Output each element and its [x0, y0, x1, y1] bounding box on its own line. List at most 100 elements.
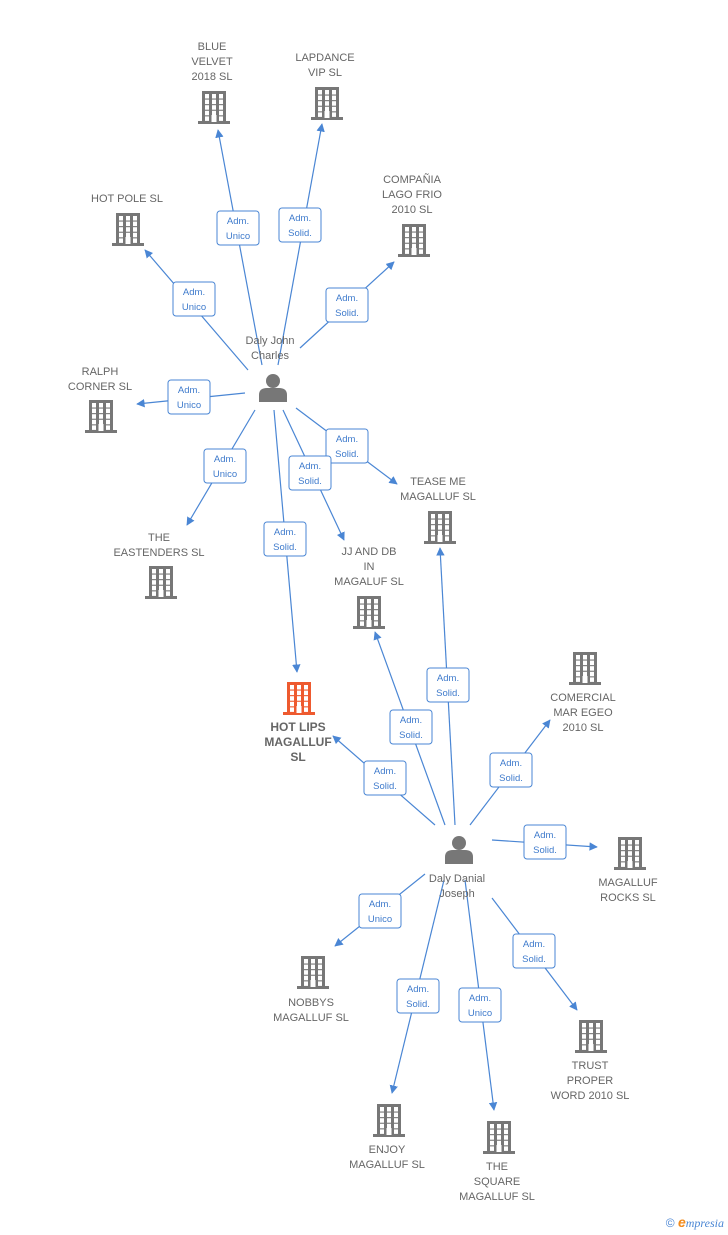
company-name-line-2: SL [290, 750, 305, 764]
edge-role-box [203, 448, 247, 484]
edge-role-text: Solid. [298, 476, 322, 487]
edge-role-text: Adm. [227, 216, 249, 227]
edge-role-badge[interactable]: Adm.Solid. [325, 287, 369, 323]
edge-role-text: Adm. [437, 673, 459, 684]
edge-role-text: Solid. [522, 954, 546, 965]
building-icon [145, 566, 177, 599]
edge-role-badge[interactable]: Adm. Solid. [512, 933, 556, 969]
edge-role-badge[interactable]: Adm.Unico [458, 987, 502, 1023]
company-name-line-1: MAGALLUF SL [273, 1012, 349, 1024]
company-name-line-2: MAGALUF SL [334, 576, 404, 588]
company-name-line-2: MAGALLUF SL [459, 1191, 535, 1203]
edge-role-badge[interactable]: Adm.Solid. [278, 207, 322, 243]
edge-role-text: Adm. [407, 984, 429, 995]
company-name-line-1: SQUARE [474, 1176, 520, 1188]
building-icon [353, 596, 385, 629]
company-node-c_hotpole[interactable]: HOT POLE SL [91, 193, 163, 246]
edge-role-badge[interactable]: Adm.Solid. [325, 428, 369, 464]
edge-role-text: Unico [213, 469, 237, 480]
edge-role-badge[interactable]: Adm. Unico [216, 210, 260, 246]
building-icon [424, 511, 456, 544]
edge-role-text: Unico [226, 231, 250, 242]
edge-role-text: Adm. [299, 461, 321, 472]
company-name-line-0: LAPDANCE [295, 52, 354, 64]
edge-role-badge[interactable]: Adm.Unico [358, 893, 402, 929]
edge-role-badge[interactable]: Adm.Unico [172, 281, 216, 317]
edge-role-box [278, 207, 322, 243]
edge-role-text: Adm. [374, 766, 396, 777]
edge-p1-c_blue [215, 129, 263, 366]
company-name-line-0: TRUST [572, 1060, 609, 1072]
building-icon [198, 91, 230, 124]
edge-role-box [458, 987, 502, 1023]
edge-role-text: Adm. [523, 939, 545, 950]
edge-role-badge[interactable]: Adm. Unico [203, 448, 247, 484]
edge-role-badge[interactable]: Adm.Solid. [426, 667, 470, 703]
edge-role-text: Solid. [335, 308, 359, 319]
company-node-c_ralph[interactable]: RALPH CORNER SL [68, 366, 132, 433]
building-icon [398, 224, 430, 257]
edge-role-box [288, 455, 332, 491]
copyright-symbol: © [665, 1216, 675, 1230]
company-name-line-0: RALPH [82, 366, 119, 378]
edge-role-badge[interactable]: Adm. Solid. [363, 760, 407, 796]
building-icon [283, 682, 315, 715]
edge-role-badge[interactable]: Adm.Solid. [263, 521, 307, 557]
edge-p1-c_lap [277, 123, 325, 366]
edge-role-text: Adm. [178, 385, 200, 396]
edge-role-text: Solid. [273, 542, 297, 553]
brand-initial: e [677, 1214, 686, 1230]
edge-role-text: Adm. [469, 993, 491, 1004]
person-icon [259, 374, 287, 402]
edge-role-text: Solid. [499, 773, 523, 784]
edge-role-text: Solid. [406, 999, 430, 1010]
edge-labels-layer: Adm.UnicoAdm.Solid.Adm.UnicoAdm.Solid.Ad… [167, 207, 567, 1023]
building-icon [85, 400, 117, 433]
company-name-line-1: CORNER SL [68, 381, 132, 393]
edge-role-box [489, 752, 533, 788]
edge-role-box [325, 287, 369, 323]
brand-name: mpresia [685, 1216, 724, 1230]
person-icon [445, 836, 473, 864]
company-name-line-1: VELVET [191, 56, 233, 68]
edge-role-box [263, 521, 307, 557]
building-icon [311, 87, 343, 120]
person-name-line-0: Daly John [246, 335, 295, 347]
footer-brand[interactable]: © empresia [666, 1214, 724, 1231]
building-icon [569, 652, 601, 685]
building-icon [483, 1121, 515, 1154]
company-name-line-2: 2010 SL [563, 722, 604, 734]
company-name-line-0: COMERCIAL [550, 692, 615, 704]
building-icon [614, 837, 646, 870]
company-name-line-1: LAGO FRIO [382, 189, 442, 201]
edge-role-text: Solid. [373, 781, 397, 792]
edge-role-badge[interactable]: Adm. Solid. [389, 709, 433, 745]
edge-role-badge[interactable]: Adm. Solid. [396, 978, 440, 1014]
edge-role-badge[interactable]: Adm.Solid. [489, 752, 533, 788]
edge-role-text: Solid. [399, 730, 423, 741]
company-name-line-0: MAGALLUF [598, 877, 658, 889]
edge-role-text: Adm. [214, 454, 236, 465]
company-name-line-0: HOT LIPS [270, 720, 325, 734]
edge-role-badge[interactable]: Adm.Solid. [523, 824, 567, 860]
edge-role-badge[interactable]: Adm. Solid. [288, 455, 332, 491]
edge-role-text: Adm. [400, 715, 422, 726]
edge-role-badge[interactable]: Adm.Unico [167, 379, 211, 415]
company-name-line-0: COMPAÑIA [383, 173, 442, 186]
company-name-line-2: 2018 SL [192, 71, 233, 83]
